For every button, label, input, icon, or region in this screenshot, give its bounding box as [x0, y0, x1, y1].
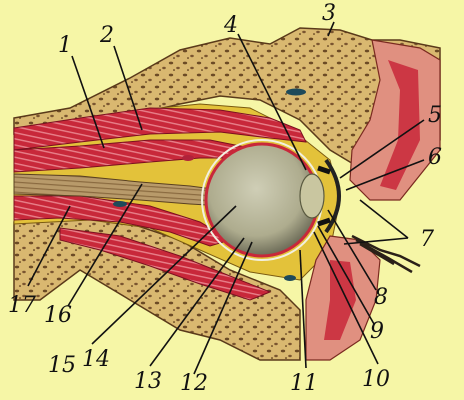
iris [317, 165, 331, 227]
vessel-4 [284, 275, 296, 281]
label-15: 15 [48, 353, 76, 378]
vessel-1 [182, 155, 194, 161]
superior-muscle [13, 107, 307, 151]
label-3: 3 [322, 1, 336, 26]
leader-lines [27, 21, 425, 375]
label-5: 5 [428, 103, 442, 128]
lower-orbital-bone [13, 215, 301, 361]
label-1: 1 [58, 33, 72, 58]
lens [299, 173, 325, 219]
label-17: 17 [8, 293, 36, 318]
label-14: 14 [82, 347, 110, 372]
label-12: 12 [180, 371, 208, 396]
eyelid-muscle-upper [380, 60, 420, 190]
label-9: 9 [370, 319, 384, 344]
label-11: 11 [290, 371, 318, 396]
label-2: 2 [99, 23, 114, 48]
label-13: 13 [134, 369, 162, 394]
label-16: 16 [44, 303, 72, 328]
label-10: 10 [362, 367, 390, 392]
label-7: 7 [420, 227, 434, 252]
vessel-3 [113, 201, 127, 207]
cornea [324, 158, 341, 234]
label-8: 8 [374, 285, 388, 310]
label-6: 6 [428, 145, 442, 170]
eyelashes [351, 234, 421, 274]
vessel-2 [286, 88, 306, 96]
inferior-oblique [59, 227, 272, 301]
label-4: 4 [223, 13, 238, 38]
